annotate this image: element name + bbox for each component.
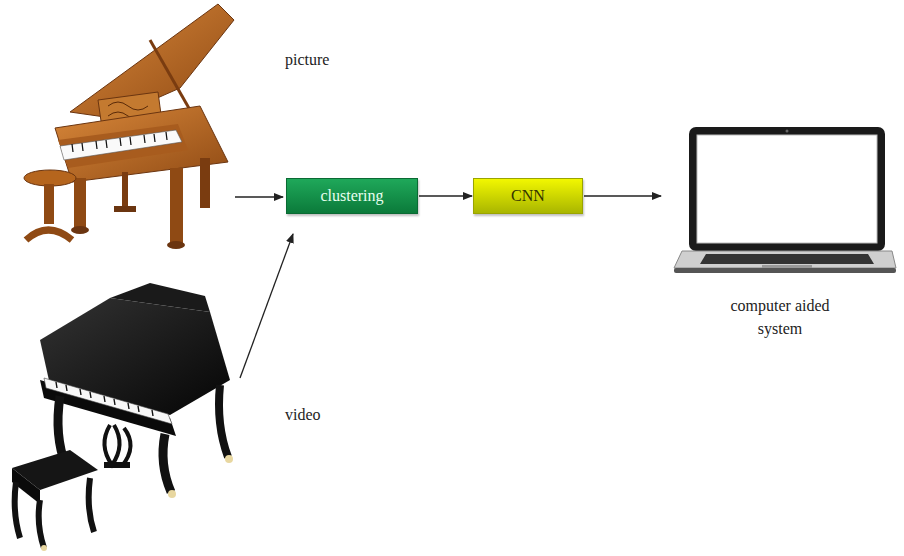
flow-arrow <box>419 195 472 196</box>
grand-piano-picture <box>24 4 234 249</box>
input-label: video <box>285 405 321 425</box>
laptop-icon <box>662 122 898 282</box>
computer-node: computer aided system <box>662 122 898 344</box>
box-label: CNN <box>511 186 545 206</box>
box-label: clustering <box>320 186 383 206</box>
input-arrow <box>240 234 293 378</box>
computer-caption: computer aided system <box>720 294 840 340</box>
flow-arrow <box>584 195 661 196</box>
process-box: clustering <box>286 178 418 214</box>
grand-piano-video <box>12 283 233 551</box>
input-label: picture <box>285 50 329 70</box>
input-arrow <box>235 196 283 197</box>
process-box: CNN <box>473 178 583 214</box>
